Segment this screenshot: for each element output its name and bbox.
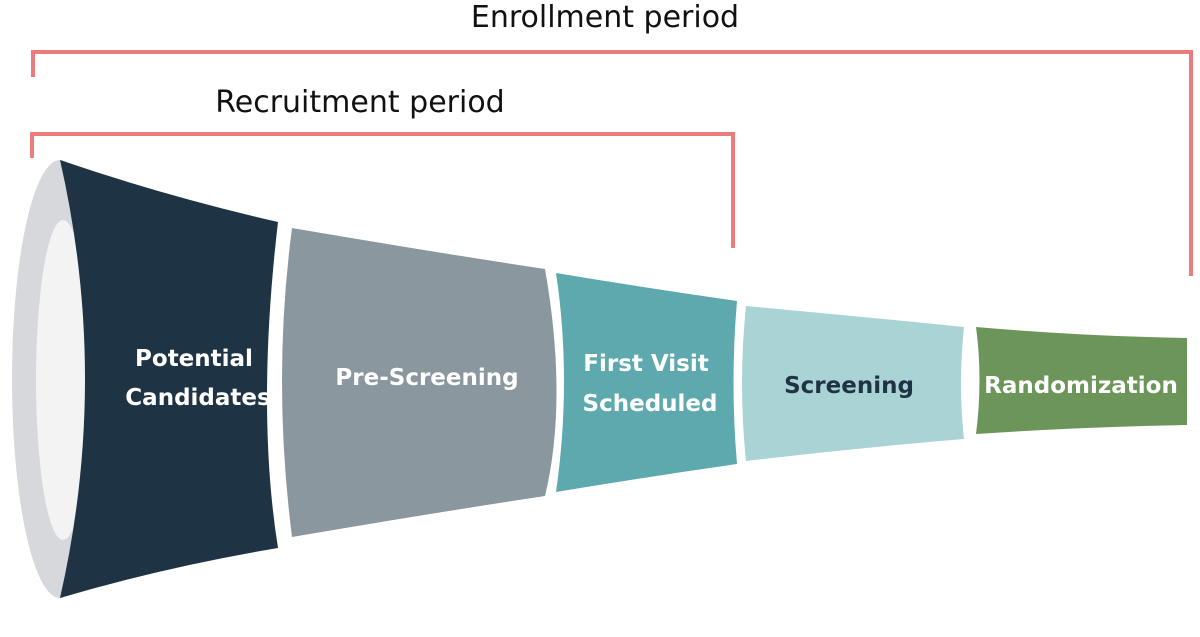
stage-label: Randomization <box>984 373 1178 399</box>
funnel-stage-screening: Screening <box>742 306 964 461</box>
stage-segment <box>976 327 1187 434</box>
recruitment-period-bracket <box>30 132 735 248</box>
funnel-inner-opening <box>36 220 90 540</box>
stage-segment <box>60 160 278 598</box>
enrollment-period-bracket <box>31 50 1193 276</box>
enrollment-period-label: Enrollment period <box>471 0 739 35</box>
funnel-stage-potential-candidates: Potential Candidates <box>60 160 278 598</box>
stage-segment <box>742 306 964 461</box>
stage-segment <box>282 228 557 537</box>
enrollment-period: Enrollment period <box>31 0 1193 276</box>
stage-segment <box>556 273 737 492</box>
stage-label: Screening <box>784 373 914 399</box>
recruitment-period: Recruitment period <box>30 85 735 248</box>
stage-label: First Visit Scheduled <box>583 351 718 417</box>
stage-label: Pre-Screening <box>335 365 518 391</box>
recruitment-period-label: Recruitment period <box>215 85 504 120</box>
funnel-stage-first-visit-scheduled: First Visit Scheduled <box>556 273 737 492</box>
stage-label: Potential Candidates <box>125 346 270 411</box>
funnel-stage-pre-screening: Pre-Screening <box>282 228 557 537</box>
funnel-stage-randomization: Randomization <box>976 327 1187 434</box>
